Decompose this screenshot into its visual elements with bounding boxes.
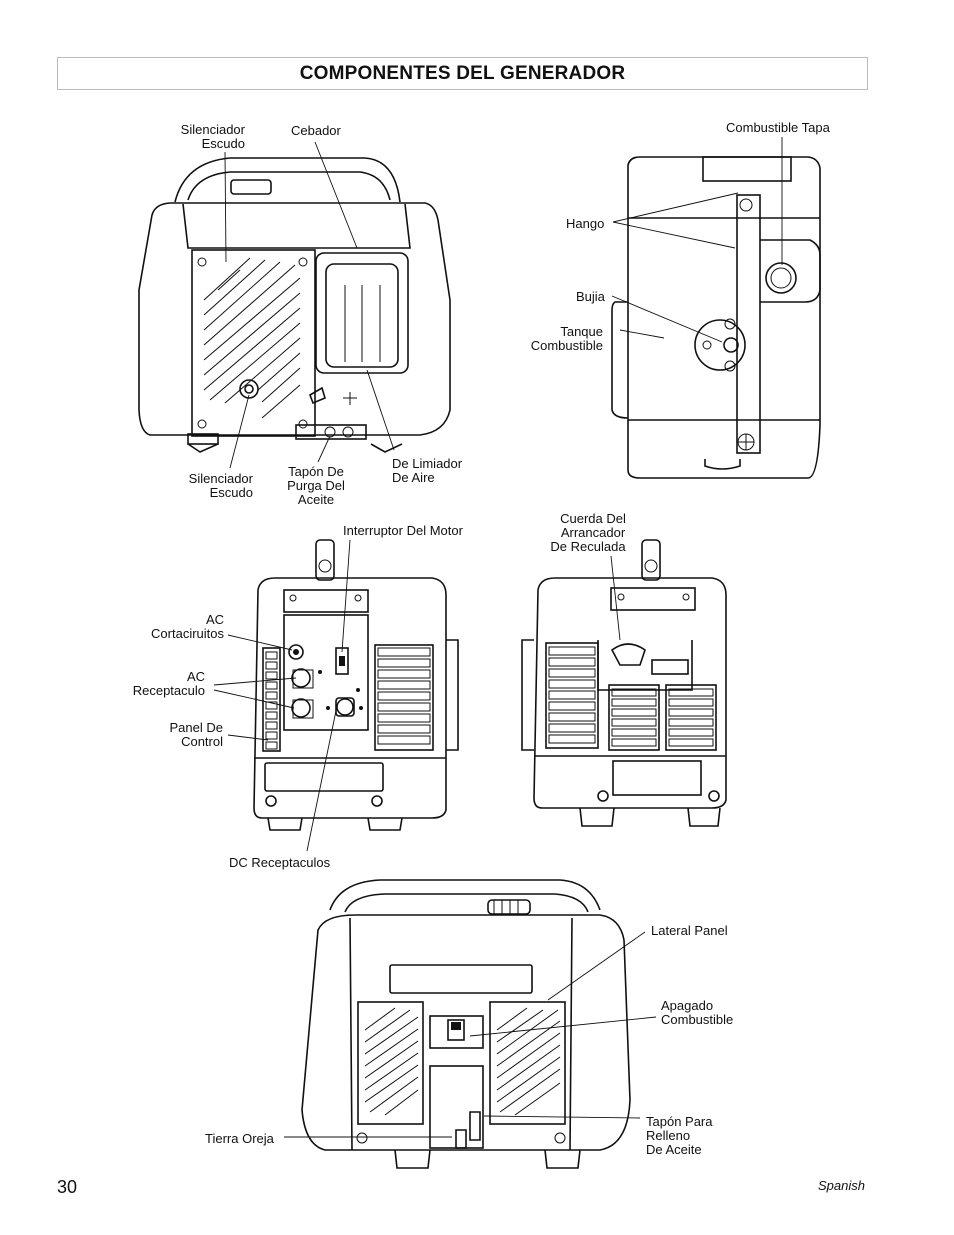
label-apagado-combustible: Apagado xyxy=(661,998,713,1013)
label-apagado-combustible: Combustible xyxy=(661,1012,733,1027)
label-limiador-aire: De Aire xyxy=(392,470,435,485)
label-bujia: Bujia xyxy=(576,289,606,304)
label-tapon-purga: Purga Del xyxy=(287,478,345,493)
front-view-control-panel xyxy=(253,539,459,831)
label-cuerda: Arrancador xyxy=(561,525,626,540)
label-silenciador-escudo-bottom: Silenciador xyxy=(189,471,254,486)
label-tierra-oreja: Tierra Oreja xyxy=(205,1131,275,1146)
labels: Silenciador Escudo Cebador Silenciador E… xyxy=(133,120,831,1157)
label-panel-control: Control xyxy=(181,734,223,749)
label-interruptor-motor: Interruptor Del Motor xyxy=(343,523,464,538)
side-view-lateral xyxy=(301,879,631,1169)
label-tapon-purga: Aceite xyxy=(298,492,334,507)
label-cebador: Cebador xyxy=(291,123,342,138)
top-view xyxy=(611,156,821,479)
title-box: COMPONENTES DEL GENERADOR xyxy=(57,57,868,90)
label-tapon-relleno: De Aceite xyxy=(646,1142,702,1157)
label-silenciador-escudo-bottom: Escudo xyxy=(210,485,253,500)
label-tapon-relleno: Relleno xyxy=(646,1128,690,1143)
label-ac-cortacircuitos: Cortaciruitos xyxy=(151,626,224,641)
label-cuerda: De Reculada xyxy=(550,539,626,554)
label-ac-cortacircuitos: AC xyxy=(206,612,224,627)
label-silenciador-escudo-top: Silenciador xyxy=(181,122,246,137)
label-tanque: Tanque xyxy=(560,324,603,339)
label-dc-receptaculos: DC Receptaculos xyxy=(229,855,331,870)
label-limiador-aire: De Limiador xyxy=(392,456,463,471)
side-view-muffler xyxy=(138,157,451,453)
label-tapon-relleno: Tapón Para xyxy=(646,1114,713,1129)
language-footer: Spanish xyxy=(818,1178,865,1193)
label-tanque: Combustible xyxy=(531,338,603,353)
label-combustible-tapa: Combustible Tapa xyxy=(726,120,831,135)
leader-lines xyxy=(213,137,783,1138)
label-lateral-panel: Lateral Panel xyxy=(651,923,728,938)
label-silenciador-escudo-top: Escudo xyxy=(202,136,245,151)
label-ac-receptaculo: AC xyxy=(187,669,205,684)
label-tapon-purga: Tapón De xyxy=(288,464,344,479)
label-cuerda: Cuerda Del xyxy=(560,511,626,526)
page-number: 30 xyxy=(57,1177,78,1197)
label-hango: Hango xyxy=(566,216,604,231)
rear-view-recoil xyxy=(521,539,727,827)
label-ac-receptaculo: Receptaculo xyxy=(133,683,205,698)
label-panel-control: Panel De xyxy=(170,720,223,735)
page-title: COMPONENTES DEL GENERADOR xyxy=(299,62,626,84)
